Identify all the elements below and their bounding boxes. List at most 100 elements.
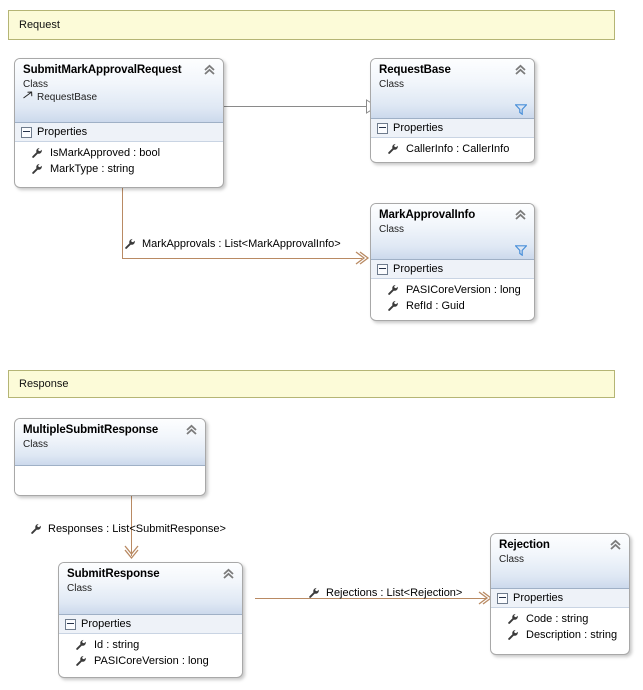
property-row[interactable]: MarkType : string bbox=[15, 161, 223, 177]
section-banner-request[interactable]: Request bbox=[8, 10, 615, 40]
compartment-header-properties[interactable]: Properties bbox=[371, 260, 534, 279]
property-label: IsMarkApproved : bool bbox=[50, 147, 161, 159]
compartment-body-properties: IsMarkApproved : bool MarkType : string bbox=[15, 142, 223, 181]
class-stereotype: Class bbox=[379, 79, 405, 90]
class-box-multiplesubmitresponse[interactable]: MultipleSubmitResponse Class bbox=[14, 418, 206, 496]
class-name: MarkApprovalInfo bbox=[379, 209, 476, 221]
property-label: PASICoreVersion : long bbox=[94, 655, 209, 667]
class-header-multiplesubmitresponse: MultipleSubmitResponse Class bbox=[15, 419, 205, 466]
property-row[interactable]: PASICoreVersion : long bbox=[371, 282, 534, 298]
collapse-minus-icon[interactable] bbox=[65, 618, 76, 630]
class-box-markapprovalinfo[interactable]: MarkApprovalInfo Class Properties PASICo… bbox=[370, 203, 535, 321]
property-label: RefId : Guid bbox=[406, 300, 465, 312]
collapse-minus-icon[interactable] bbox=[377, 263, 388, 275]
association-label-responses: Responses : List<SubmitResponse> bbox=[30, 523, 226, 535]
class-box-submitresponse[interactable]: SubmitResponse Class Properties Id : str… bbox=[58, 562, 243, 678]
wrench-icon bbox=[387, 284, 399, 296]
association-line-responses bbox=[131, 496, 132, 556]
class-header-requestbase: RequestBase Class bbox=[371, 59, 534, 119]
collapse-minus-icon[interactable] bbox=[21, 126, 32, 138]
class-name: SubmitResponse bbox=[67, 568, 160, 580]
chevron-up-icon[interactable] bbox=[185, 424, 198, 436]
association-label-rejections-text: Rejections : List<Rejection> bbox=[326, 587, 463, 599]
class-stereotype: Class bbox=[23, 79, 49, 90]
inheritance-line-submitmarkapprovalrequest-requestbase bbox=[224, 106, 367, 107]
collapse-minus-icon[interactable] bbox=[377, 122, 388, 134]
property-label: Code : string bbox=[526, 613, 589, 625]
property-row[interactable]: PASICoreVersion : long bbox=[59, 653, 242, 669]
collapse-minus-icon[interactable] bbox=[497, 592, 508, 604]
class-name: SubmitMarkApprovalRequest bbox=[23, 64, 182, 76]
chevron-up-icon[interactable] bbox=[222, 568, 235, 580]
wrench-icon bbox=[124, 238, 136, 250]
association-line-rejections bbox=[255, 598, 487, 599]
class-header-submitresponse: SubmitResponse Class bbox=[59, 563, 242, 615]
wrench-icon bbox=[75, 639, 87, 651]
wrench-icon bbox=[31, 147, 43, 159]
association-arrowhead-markapprovalinfo bbox=[355, 250, 370, 266]
wrench-icon bbox=[507, 629, 519, 641]
property-row[interactable]: Description : string bbox=[491, 627, 629, 643]
wrench-icon bbox=[31, 163, 43, 175]
association-label-markapprovals-text: MarkApprovals : List<MarkApprovalInfo> bbox=[142, 238, 341, 250]
compartment-header-properties[interactable]: Properties bbox=[59, 615, 242, 634]
property-row[interactable]: RefId : Guid bbox=[371, 298, 534, 314]
compartment-body-properties: PASICoreVersion : long RefId : Guid bbox=[371, 279, 534, 318]
property-row[interactable]: Code : string bbox=[491, 611, 629, 627]
association-line-markapprovals-vertical bbox=[122, 188, 123, 258]
chevron-up-icon[interactable] bbox=[514, 209, 527, 221]
compartment-body-properties: Id : string PASICoreVersion : long bbox=[59, 634, 242, 673]
compartment-label: Properties bbox=[393, 263, 444, 275]
wrench-icon bbox=[507, 613, 519, 625]
chevron-up-icon[interactable] bbox=[514, 64, 527, 76]
property-label: Id : string bbox=[94, 639, 140, 651]
filter-funnel-icon[interactable] bbox=[515, 104, 527, 115]
association-arrowhead-submitresponse bbox=[124, 545, 140, 560]
class-stereotype: Class bbox=[499, 554, 525, 565]
class-box-rejection[interactable]: Rejection Class Properties Code : string… bbox=[490, 533, 630, 655]
property-label: MarkType : string bbox=[50, 163, 135, 175]
class-base-type: RequestBase bbox=[23, 91, 215, 105]
filter-funnel-icon[interactable] bbox=[515, 245, 527, 256]
compartment-header-properties[interactable]: Properties bbox=[15, 123, 223, 142]
association-label-markapprovals: MarkApprovals : List<MarkApprovalInfo> bbox=[124, 238, 341, 250]
property-label: CallerInfo : CallerInfo bbox=[406, 143, 510, 155]
class-name: RequestBase bbox=[379, 64, 451, 76]
property-row[interactable]: Id : string bbox=[59, 637, 242, 653]
class-header-rejection: Rejection Class bbox=[491, 534, 629, 589]
association-label-responses-text: Responses : List<SubmitResponse> bbox=[48, 523, 226, 535]
compartment-header-properties[interactable]: Properties bbox=[491, 589, 629, 608]
class-stereotype: Class bbox=[67, 583, 93, 594]
compartment-body-empty bbox=[15, 466, 205, 495]
section-banner-response[interactable]: Response bbox=[8, 370, 615, 398]
class-header-markapprovalinfo: MarkApprovalInfo Class bbox=[371, 204, 534, 260]
class-stereotype: Class bbox=[23, 439, 49, 450]
wrench-icon bbox=[387, 300, 399, 312]
class-box-submitmarkapprovalrequest[interactable]: SubmitMarkApprovalRequest Class RequestB… bbox=[14, 58, 224, 188]
class-header-submitmarkapprovalrequest: SubmitMarkApprovalRequest Class RequestB… bbox=[15, 59, 223, 123]
compartment-label: Properties bbox=[513, 592, 564, 604]
class-name: MultipleSubmitResponse bbox=[23, 424, 159, 436]
compartment-label: Properties bbox=[37, 126, 88, 138]
chevron-up-icon[interactable] bbox=[609, 539, 622, 551]
wrench-icon bbox=[387, 143, 399, 155]
section-banner-response-label: Response bbox=[19, 378, 69, 390]
compartment-label: Properties bbox=[81, 618, 132, 630]
property-row[interactable]: CallerInfo : CallerInfo bbox=[371, 141, 534, 157]
inheritance-arrow-icon bbox=[23, 91, 34, 105]
association-line-markapprovals-horizontal bbox=[122, 258, 362, 259]
class-base-type-label: RequestBase bbox=[37, 92, 98, 103]
property-row[interactable]: IsMarkApproved : bool bbox=[15, 145, 223, 161]
compartment-body-properties: CallerInfo : CallerInfo bbox=[371, 138, 534, 161]
chevron-up-icon[interactable] bbox=[203, 64, 216, 76]
compartment-label: Properties bbox=[393, 122, 444, 134]
wrench-icon bbox=[30, 523, 42, 535]
class-box-requestbase[interactable]: RequestBase Class Properties CallerInfo … bbox=[370, 58, 535, 163]
wrench-icon bbox=[308, 587, 320, 599]
property-label: PASICoreVersion : long bbox=[406, 284, 521, 296]
compartment-body-properties: Code : string Description : string bbox=[491, 608, 629, 647]
wrench-icon bbox=[75, 655, 87, 667]
class-stereotype: Class bbox=[379, 224, 405, 235]
compartment-header-properties[interactable]: Properties bbox=[371, 119, 534, 138]
class-name: Rejection bbox=[499, 539, 550, 551]
